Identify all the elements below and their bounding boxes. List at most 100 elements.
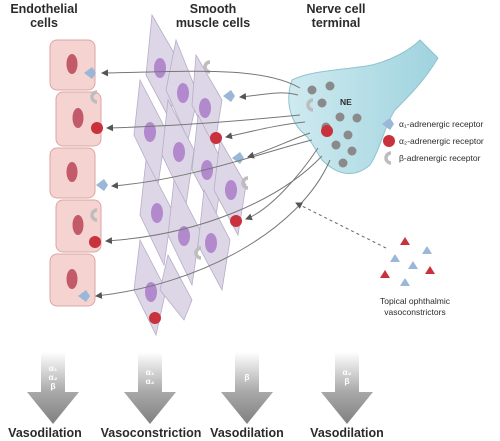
ne-arrow <box>245 147 319 221</box>
smooth-muscle-nucleus <box>154 58 166 78</box>
beta-receptor-icon <box>194 246 202 260</box>
beta-receptor-icon <box>90 208 98 222</box>
outcome-receptors: α₁ α₂ β <box>41 364 65 391</box>
beta-receptor-icon <box>384 151 392 165</box>
smooth-muscle-header-line: Smooth <box>189 2 237 16</box>
receptor-tag: β <box>50 381 56 391</box>
receptor-tag: α₁ <box>48 363 58 373</box>
vesicle <box>317 98 327 108</box>
smooth-muscle-nucleus <box>205 233 217 253</box>
topical-label: Topical ophthalmic vasoconstrictors <box>360 296 470 318</box>
smooth-muscle-header-line: muscle cells <box>175 16 251 30</box>
receptor-tag: α₂ <box>48 372 58 382</box>
drug-triangle <box>390 254 400 262</box>
drug-triangle <box>425 266 435 274</box>
smooth-muscle-nucleus <box>173 142 185 162</box>
outcome-arrow <box>27 352 79 424</box>
endothelial-nucleus <box>72 108 84 128</box>
alpha1-receptor-icon <box>232 152 244 164</box>
outcome-arrow <box>221 352 273 424</box>
legend-icons <box>382 118 395 165</box>
alpha1-receptor-icon <box>382 118 394 130</box>
drug-triangle <box>422 246 432 254</box>
ne-label: NE <box>340 97 352 107</box>
receptors <box>78 60 249 324</box>
receptor-tag: β <box>344 376 350 386</box>
beta-receptor-icon <box>241 176 249 190</box>
smooth-muscle-nucleus <box>199 98 211 118</box>
smooth-muscle-nucleus <box>225 180 237 200</box>
outcome-receptors: α₂ β <box>335 368 359 386</box>
smooth-muscle-nucleus <box>151 203 163 223</box>
outcome-label: Vasodilation <box>310 426 384 440</box>
vesicle <box>338 158 348 168</box>
legend-alpha2-label: α₂-adrenergic receptor <box>399 136 484 146</box>
drug-triangle <box>400 237 410 245</box>
alpha2-receptor-icon <box>149 312 161 324</box>
topical-drugs <box>380 237 435 286</box>
smooth-muscle-nucleus <box>177 83 189 103</box>
ne-arrow <box>101 69 301 89</box>
vesicle <box>343 130 353 140</box>
smooth-muscle-cell <box>159 253 193 321</box>
alpha1-receptor-icon <box>96 179 108 191</box>
endothelial-header-line: Endothelial <box>10 2 78 16</box>
receptor-tag: α₂ <box>342 367 352 377</box>
vesicle <box>307 85 317 95</box>
ne-arrow <box>225 121 306 140</box>
endothelial-header-line: cells <box>30 16 58 30</box>
endothelial-header: Endothelial cells <box>4 2 84 30</box>
vesicle <box>352 113 362 123</box>
outcome-label: Vasodilation <box>8 426 82 440</box>
legend-alpha1-label: α₁-adrenergic receptor <box>399 119 484 129</box>
legend-beta-label: β-adrenergic receptor <box>399 153 481 163</box>
alpha2-receptor-icon <box>321 125 333 137</box>
alpha2-receptor-icon <box>230 215 242 227</box>
smooth-muscle-nucleus <box>178 226 190 246</box>
smooth-muscle-nucleus <box>201 160 213 180</box>
ne-arrow <box>106 114 301 132</box>
nerve-header-line: Nerve cell <box>306 2 366 16</box>
drug-triangle <box>380 270 390 278</box>
endothelial-nucleus <box>72 215 84 235</box>
vesicles <box>307 81 362 168</box>
alpha1-receptor-icon <box>78 290 90 302</box>
receptor-tag: β <box>244 372 250 382</box>
drug-triangle <box>408 261 418 269</box>
ne-arrow <box>111 139 313 190</box>
vesicle <box>331 140 341 150</box>
topical-label-line: vasoconstrictors <box>384 307 446 317</box>
outcome-arrow <box>321 352 373 424</box>
outcome-receptors: β <box>235 373 259 382</box>
alpha2-receptor-icon <box>210 132 222 144</box>
topical-label-line: Topical ophthalmic <box>380 296 450 306</box>
ne-arrows <box>95 69 331 299</box>
beta-receptor-icon <box>90 90 98 104</box>
receptor-tag: α₂ <box>145 376 155 386</box>
beta-receptor-icon <box>306 98 314 112</box>
alpha2-receptor-icon <box>89 236 101 248</box>
receptor-tag: α₁ <box>145 367 155 377</box>
alpha2-receptor-icon <box>383 135 395 147</box>
endothelial-nucleus <box>66 162 78 182</box>
vesicle <box>325 81 335 91</box>
alpha1-receptor-icon <box>223 90 235 102</box>
outcome-receptors: α₁ α₂ <box>138 368 162 386</box>
nerve-terminal <box>288 39 439 174</box>
vesicle <box>335 112 345 122</box>
drug-triangle <box>400 278 410 286</box>
endothelial-nucleus <box>66 269 78 289</box>
smooth-muscle-nucleus <box>144 122 156 142</box>
nerve-header-line: terminal <box>311 16 361 30</box>
ne-arrow <box>105 155 323 245</box>
vesicle <box>347 146 357 156</box>
outcome-arrows <box>27 352 373 424</box>
nerve-header: Nerve cell terminal <box>293 2 379 30</box>
alpha1-receptor-icon <box>84 67 96 79</box>
topical-arrow <box>295 202 387 249</box>
ne-arrow <box>95 159 331 299</box>
endothelial-nucleus <box>66 54 78 74</box>
smooth-muscle-layer <box>133 13 247 337</box>
